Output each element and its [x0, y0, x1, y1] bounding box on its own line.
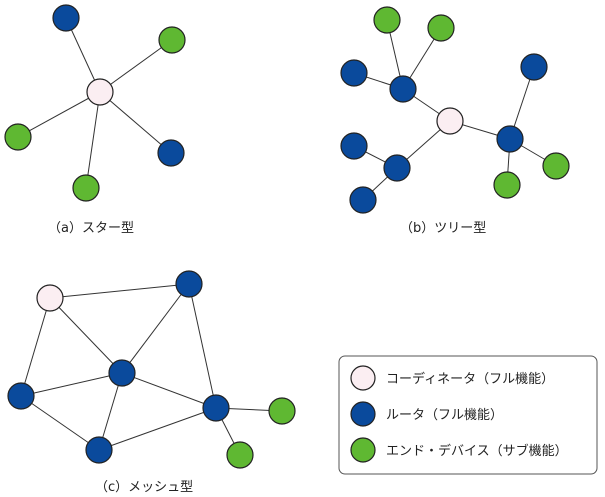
legend-router-label: ルータ（フル機能） — [386, 408, 503, 423]
legend-box — [338, 355, 598, 475]
tree-caption: （b）ツリー型 — [400, 221, 486, 236]
mesh-node-router-r4 — [202, 394, 230, 422]
mesh-node-router-r1 — [175, 270, 203, 298]
tree-node-router-rb2 — [349, 186, 377, 214]
mesh-node-router-r3 — [7, 382, 35, 410]
mesh-node-end-device-e1 — [268, 397, 296, 425]
star-edge-c-r2 — [99, 91, 172, 154]
mesh-node-coordinator-c — [36, 284, 64, 312]
tree-node-router-rb1 — [340, 132, 368, 160]
mesh-edge-r2-r4 — [121, 372, 217, 409]
mesh-edge-r3-r5 — [20, 395, 100, 451]
tree-node-end-device-ea2 — [427, 14, 455, 42]
legend-end-device-marker — [350, 437, 376, 463]
tree-node-coordinator-c — [436, 107, 464, 135]
mesh-topology: （c）メッシュ型 — [7, 270, 296, 495]
legend-router-marker — [350, 401, 376, 427]
star-node-coordinator-c — [86, 78, 114, 106]
star-edge-c-e1 — [99, 39, 173, 93]
mesh-edge-c-r2 — [49, 297, 123, 374]
star-edge-c-e3 — [85, 91, 101, 189]
legend-coordinator-marker — [350, 365, 376, 391]
tree-node-end-device-ea1 — [373, 6, 401, 34]
star-node-router-r1 — [52, 4, 80, 32]
star-node-end-device-e1 — [158, 26, 186, 54]
legend: コーディネータ（フル機能） ルータ（フル機能） エンド・デバイス（サブ機能） — [338, 355, 598, 475]
tree-node-end-device-ec2 — [493, 171, 521, 199]
mesh-edge-c-r3 — [20, 297, 51, 397]
mesh-edge-r1-r4 — [188, 283, 217, 409]
legend-end-device-label: エンド・デバイス（サブ機能） — [386, 443, 568, 459]
tree-node-router-ra3 — [340, 59, 368, 87]
tree-node-end-device-ec1 — [542, 152, 570, 180]
star-edge-c-e2 — [17, 91, 101, 138]
mesh-edge-r2-r3 — [20, 372, 123, 397]
tree-node-router-rc — [496, 125, 524, 153]
star-node-router-r2 — [157, 139, 185, 167]
mesh-edge-r1-r2 — [121, 283, 190, 374]
tree-topology: （b）ツリー型 — [340, 6, 570, 236]
star-topology: （a）スター型 — [4, 4, 186, 236]
mesh-edge-c-r1 — [49, 283, 190, 299]
tree-node-router-rb — [383, 154, 411, 182]
star-node-end-device-e2 — [4, 123, 32, 151]
mesh-caption: （c）メッシュ型 — [95, 480, 193, 495]
tree-node-router-rc1 — [520, 53, 548, 81]
legend-coordinator-label: コーディネータ（フル機能） — [386, 371, 554, 387]
star-caption: （a）スター型 — [48, 221, 134, 236]
mesh-node-router-r5 — [85, 436, 113, 464]
tree-node-router-ra — [389, 75, 417, 103]
mesh-node-end-device-e2 — [226, 441, 254, 469]
mesh-edge-r4-r5 — [98, 407, 217, 451]
star-node-end-device-e3 — [72, 174, 100, 202]
mesh-node-router-r2 — [108, 359, 136, 387]
